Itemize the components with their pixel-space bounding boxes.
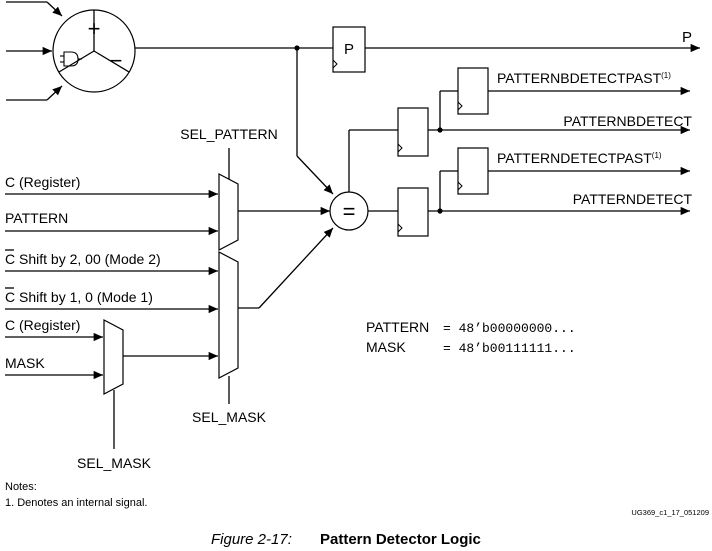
output-patterndetect-label: PATTERNDETECT [573,191,693,207]
pattern-value: = 48’b00000000... [443,321,576,336]
patterndetect-register [397,187,429,237]
patternbdetect-register [397,107,429,157]
alu-block: + − [6,1,136,101]
patterndetectpast-register [457,147,489,195]
mask-value: = 48’b00111111... [443,341,576,356]
sel-mask-main-label: SEL_MASK [192,409,267,425]
input-pattern-label: PATTERN [5,210,68,226]
sel-pattern-label: SEL_PATTERN [180,126,278,142]
pattern-value-key: PATTERN [366,319,429,335]
small-mask-mux [103,319,124,395]
input-c-shift-2-label: C Shift by 2, 00 (Mode 2) [5,251,161,267]
output-patterndetectpast-label: PATTERNDETECTPAST(1) [497,150,662,166]
caption-number: Figure 2-17: [211,531,292,548]
p-register-label: P [344,41,354,58]
and-gate-icon [60,51,82,67]
input-c-register-2-label: C (Register) [5,317,80,333]
alu-minus-symbol: − [110,48,123,73]
mask-mux [218,251,239,379]
notes-heading: Notes: [5,481,37,493]
input-c-register-1-label: C (Register) [5,174,80,190]
caption-title: Pattern Detector Logic [320,531,481,548]
input-c-shift-1-label: C Shift by 1, 0 (Mode 1) [5,289,153,305]
sel-mask-small-label: SEL_MASK [77,455,152,471]
notes-item-1: 1. Denotes an internal signal. [5,497,147,509]
output-patternbdetect-label: PATTERNBDETECT [563,113,692,129]
patternbdetectpast-register [457,67,489,115]
alu-plus-symbol: + [88,16,101,41]
input-mask-label: MASK [5,355,45,371]
output-p-label: P [682,29,692,46]
output-patternbdetectpast-label: PATTERNBDETECTPAST(1) [497,70,671,86]
p-register [332,26,366,73]
comparator-block: = [329,191,369,231]
mask-value-key: MASK [366,339,406,355]
pattern-mux [218,173,239,251]
figure-id: UG369_c1_17_051209 [631,508,709,517]
comparator-symbol: = [343,199,356,224]
